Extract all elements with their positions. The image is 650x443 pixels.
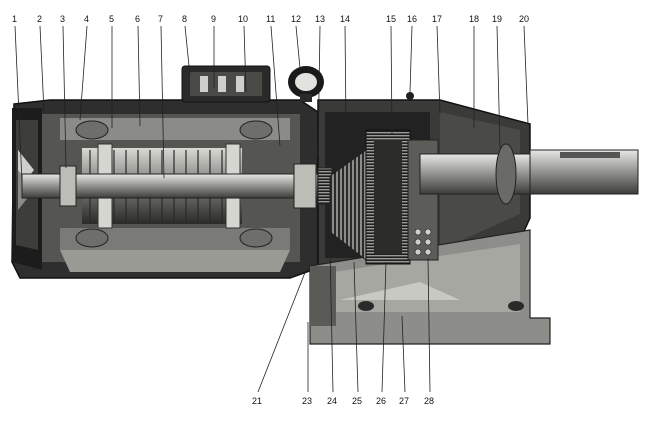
callout-17: 17 [432, 14, 442, 24]
callout-12: 12 [291, 14, 301, 24]
callout-9: 9 [211, 14, 216, 24]
callout-19: 19 [492, 14, 502, 24]
callout-16: 16 [407, 14, 417, 24]
callout-25: 25 [352, 396, 362, 406]
callout-18: 18 [469, 14, 479, 24]
callout-7: 7 [158, 14, 163, 24]
callout-14: 14 [340, 14, 350, 24]
spur-gear [365, 129, 411, 265]
bearings [59, 163, 317, 209]
callout-26: 26 [376, 396, 386, 406]
terminal-box [181, 65, 271, 103]
callout-27: 27 [399, 396, 409, 406]
callout-1: 1 [12, 14, 17, 24]
callout-10: 10 [238, 14, 248, 24]
callout-numbers-bottom: 21 23 24 25 26 27 28 [252, 396, 434, 406]
callout-numbers-top: 1 2 3 4 5 6 7 8 9 10 11 12 13 14 15 16 1… [12, 14, 529, 24]
callout-6: 6 [135, 14, 140, 24]
callout-15: 15 [386, 14, 396, 24]
leader-lines [14, 25, 529, 393]
callout-5: 5 [109, 14, 114, 24]
pinion-gear [317, 149, 367, 262]
callout-28: 28 [424, 396, 434, 406]
callout-8: 8 [182, 14, 187, 24]
callout-4: 4 [84, 14, 89, 24]
callout-21: 21 [252, 396, 262, 406]
output-shaft [419, 143, 639, 205]
callout-2: 2 [37, 14, 42, 24]
callout-20: 20 [519, 14, 529, 24]
callout-23: 23 [302, 396, 312, 406]
lifting-eye [288, 66, 324, 102]
callout-24: 24 [327, 396, 337, 406]
callout-13: 13 [315, 14, 325, 24]
callout-3: 3 [60, 14, 65, 24]
winding-end-turns [75, 120, 273, 248]
callout-11: 11 [266, 14, 275, 24]
